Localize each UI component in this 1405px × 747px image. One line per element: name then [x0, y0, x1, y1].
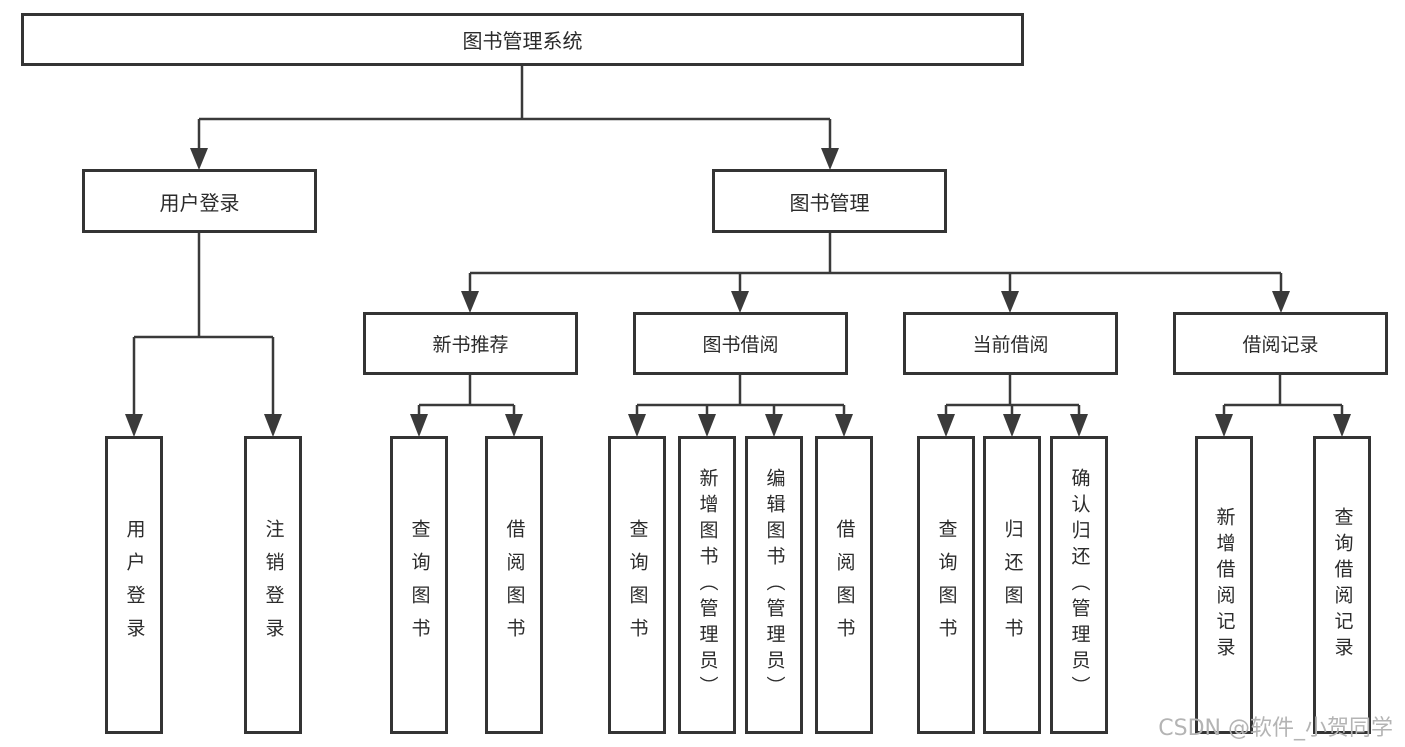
node-borrow-records-label: 借阅记录 — [1242, 334, 1319, 356]
leaf-query-books-borrow-label: 查询图书 — [626, 519, 649, 651]
node-new-book-recommend: 新书推荐 — [363, 312, 578, 375]
leaf-return-books-label: 归还图书 — [1001, 519, 1024, 651]
node-book-management-label: 图书管理 — [789, 190, 870, 215]
leaf-add-borrow-record: 新增借阅记录 — [1195, 436, 1253, 734]
connector-new-book-children — [410, 375, 523, 437]
leaf-logout-label: 注销登录 — [262, 519, 285, 651]
leaf-add-books-admin: 新增图书（管理员） — [678, 436, 736, 734]
connector-root-to-level2 — [190, 66, 839, 170]
leaf-borrow-books-label: 借阅图书 — [833, 519, 856, 651]
node-library-system-label: 图书管理系统 — [462, 29, 583, 53]
leaf-edit-books-admin: 编辑图书（管理员） — [745, 436, 803, 734]
csdn-watermark: CSDN @软件_小贺同学 — [1158, 716, 1393, 741]
node-user-login-label: 用户登录 — [159, 190, 240, 215]
leaf-query-borrow-record-label: 查询借阅记录 — [1331, 507, 1354, 663]
connector-user-login-children — [125, 233, 282, 437]
node-new-book-recommend-label: 新书推荐 — [432, 334, 509, 356]
leaf-query-books-current: 查询图书 — [917, 436, 975, 734]
leaf-query-books-recommend-label: 查询图书 — [408, 519, 431, 651]
node-borrow-records: 借阅记录 — [1173, 312, 1388, 375]
leaf-query-borrow-record: 查询借阅记录 — [1313, 436, 1371, 734]
leaf-user-login-label: 用户登录 — [123, 519, 146, 651]
node-user-login: 用户登录 — [82, 169, 317, 233]
leaf-add-books-admin-label: 新增图书（管理员） — [696, 468, 719, 702]
connector-book-borrow-children — [628, 375, 853, 437]
leaf-logout: 注销登录 — [244, 436, 302, 734]
leaf-user-login: 用户登录 — [105, 436, 163, 734]
leaf-borrow-books: 借阅图书 — [815, 436, 873, 734]
leaf-borrow-books-recommend: 借阅图书 — [485, 436, 543, 734]
connector-current-borrow-children — [937, 375, 1088, 437]
leaf-confirm-return-admin: 确认归还（管理员） — [1050, 436, 1108, 734]
connector-book-management-children — [461, 233, 1290, 313]
leaf-query-books-current-label: 查询图书 — [935, 519, 958, 651]
leaf-query-books-borrow: 查询图书 — [608, 436, 666, 734]
node-current-borrow-label: 当前借阅 — [972, 334, 1049, 356]
connector-borrow-records-children — [1215, 375, 1351, 437]
leaf-edit-books-admin-label: 编辑图书（管理员） — [763, 468, 786, 702]
leaf-return-books: 归还图书 — [983, 436, 1041, 734]
leaf-borrow-books-recommend-label: 借阅图书 — [503, 519, 526, 651]
leaf-query-books-recommend: 查询图书 — [390, 436, 448, 734]
leaf-add-borrow-record-label: 新增借阅记录 — [1213, 507, 1236, 663]
node-book-borrow: 图书借阅 — [633, 312, 848, 375]
node-book-borrow-label: 图书借阅 — [702, 334, 779, 356]
node-current-borrow: 当前借阅 — [903, 312, 1118, 375]
node-book-management: 图书管理 — [712, 169, 947, 233]
leaf-confirm-return-admin-label: 确认归还（管理员） — [1068, 468, 1091, 702]
node-library-system: 图书管理系统 — [21, 13, 1024, 66]
